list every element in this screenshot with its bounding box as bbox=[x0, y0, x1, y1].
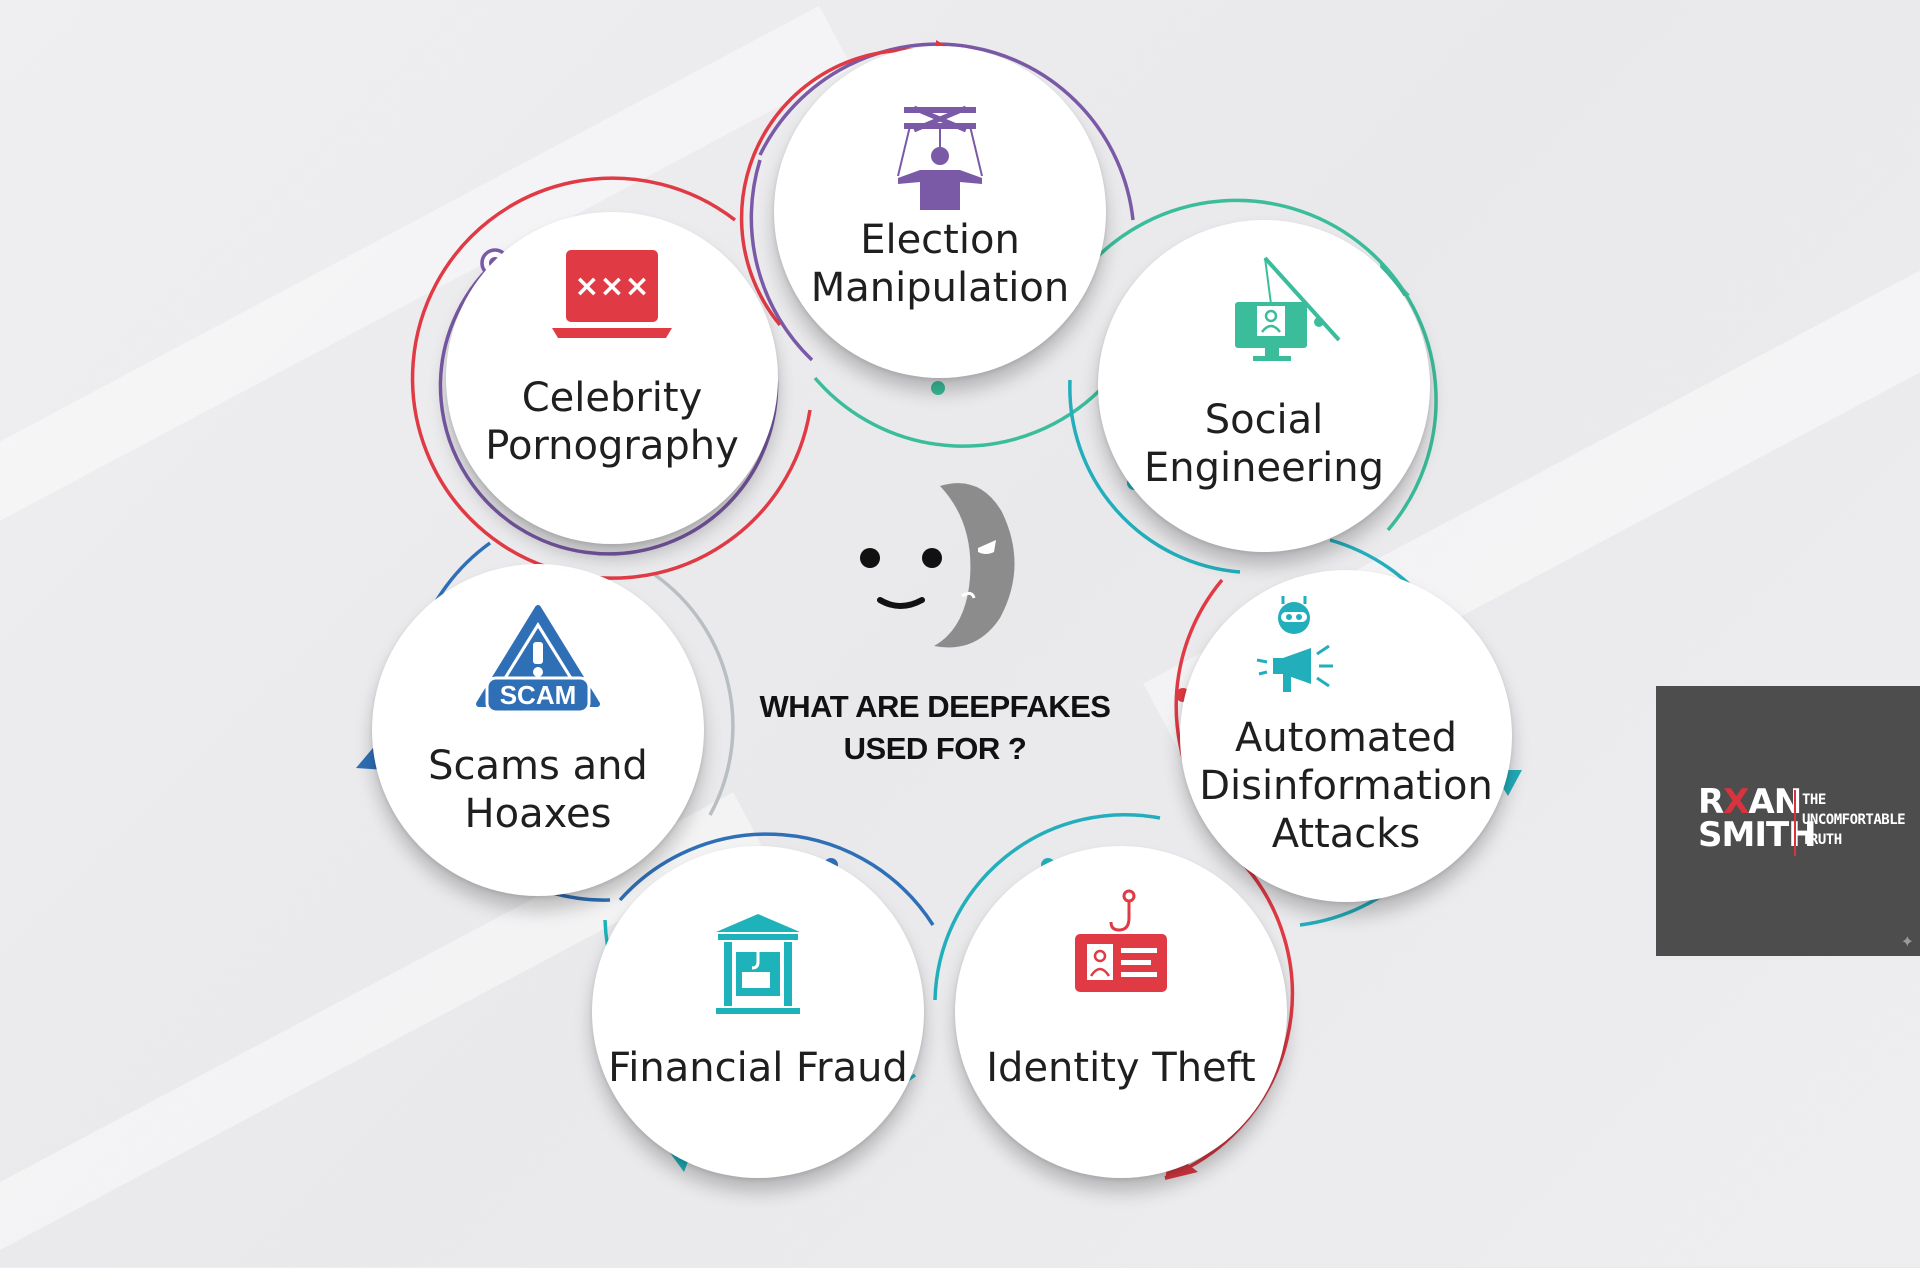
robot-megaphone-icon bbox=[1256, 596, 1333, 692]
phishing-computer-icon bbox=[1235, 256, 1341, 361]
identity-top-ring bbox=[933, 812, 1161, 1001]
election-outer-ring bbox=[758, 42, 1135, 221]
election-lower-ring bbox=[813, 376, 1102, 448]
social-outer-ring bbox=[1083, 198, 1438, 532]
logo-name-part1: R bbox=[1698, 782, 1724, 822]
node-label: Election Manipulation bbox=[810, 217, 1070, 311]
scams-right-ring bbox=[653, 573, 735, 816]
node-label: Financial Fraud bbox=[608, 1045, 908, 1091]
node-social-engineering: Social Engineering bbox=[1098, 220, 1430, 552]
brand-logo: RXAN SMITH THE UNCOMFORTABLE TRUTH ✦ bbox=[1656, 686, 1920, 956]
node-scams-hoaxes: SCAM Scams and Hoaxes bbox=[372, 564, 704, 896]
node-label: Celebrity Pornography bbox=[485, 375, 739, 469]
identity-outer-ring bbox=[1164, 858, 1295, 1180]
node-label: Automated Disinformation Attacks bbox=[1199, 715, 1493, 857]
election-inner-ring bbox=[739, 48, 951, 327]
scam-warning-icon: SCAM bbox=[476, 605, 600, 714]
election-dot bbox=[931, 381, 945, 395]
logo-name-x: X bbox=[1723, 782, 1749, 822]
node-financial-fraud: Financial Fraud bbox=[592, 846, 924, 1178]
logo-tagline: THE UNCOMFORTABLE TRUTH bbox=[1802, 792, 1906, 848]
node-automated-disinformation: Automated Disinformation Attacks bbox=[1180, 570, 1512, 902]
xxx-laptop-icon: ××× bbox=[552, 250, 672, 338]
diagram-title: WHAT ARE DEEPFAKES USED FOR ? bbox=[759, 689, 1111, 766]
node-label: Social Engineering bbox=[1144, 397, 1384, 491]
logo-name: RXAN SMITH bbox=[1698, 785, 1817, 852]
logo-name-part2: AN SMITH bbox=[1698, 782, 1817, 855]
sparkle-icon: ✦ bbox=[1900, 934, 1914, 951]
social-inner-ring bbox=[1068, 379, 1241, 574]
election-outer-ring-left bbox=[749, 159, 814, 362]
financial-top-ring bbox=[618, 832, 935, 926]
bank-atm-icon bbox=[716, 914, 800, 1014]
logo-separator bbox=[1794, 790, 1796, 856]
node-label: Identity Theft bbox=[986, 1045, 1256, 1091]
scam-badge-text: SCAM bbox=[500, 680, 577, 710]
hooked-id-card-icon bbox=[1075, 889, 1167, 992]
node-celebrity-pornography: ××× Celebrity Pornography bbox=[446, 212, 778, 544]
node-election-manipulation: Election Manipulation bbox=[774, 46, 1106, 378]
node-identity-theft: Identity Theft bbox=[955, 846, 1287, 1178]
node-label: Scams and Hoaxes bbox=[428, 743, 648, 837]
xxx-text: ××× bbox=[574, 269, 649, 304]
celebrity-outer-ring bbox=[410, 176, 812, 580]
puppet-strings-icon bbox=[897, 105, 983, 210]
comedy-tragedy-mask-icon bbox=[860, 483, 1015, 648]
